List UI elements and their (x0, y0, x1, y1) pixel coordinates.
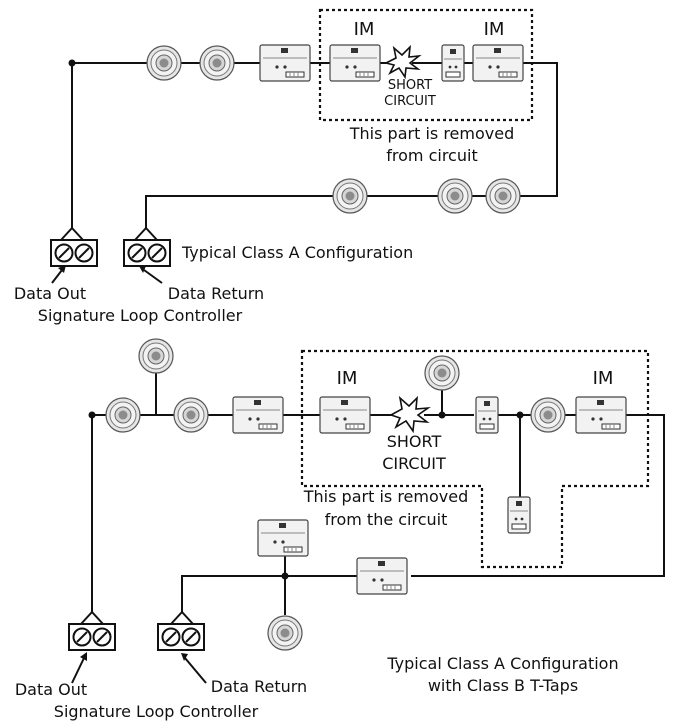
top-im-right-label: IM (484, 19, 505, 40)
top-data-out-label: Data Out (14, 284, 86, 303)
bottom-data-out-label: Data Out (15, 680, 87, 699)
bottom-junction-node-1 (88, 411, 96, 419)
top-diagram: IM IM SHORT CIRCUIT This part is removed… (14, 8, 558, 325)
bottom-terminal-data-out (68, 623, 116, 651)
bottom-module-1 (232, 396, 284, 434)
top-narrow-module (441, 44, 465, 82)
bottom-im-right-label: IM (593, 368, 614, 389)
bottom-controller-label: Signature Loop Controller (54, 702, 259, 721)
bottom-loop-return-wire (411, 414, 665, 577)
bottom-detector-4 (424, 355, 460, 391)
bottom-detector-2 (105, 397, 141, 433)
top-data-out-wire (71, 62, 149, 228)
top-im-right-module (472, 44, 524, 82)
top-detector-3 (332, 178, 368, 214)
bottom-removed-label-1: This part is removed (303, 487, 468, 506)
bottom-narrow-module (475, 396, 499, 434)
bottom-im-left-module (319, 396, 371, 434)
bottom-removed-label-2: from the circuit (325, 510, 448, 529)
bottom-config-label-1: Typical Class A Configuration (386, 654, 618, 673)
top-removed-region (318, 8, 534, 122)
bottom-data-return-wire (181, 575, 357, 612)
top-short-circuit-icon (383, 44, 422, 80)
top-detector-4 (437, 178, 473, 214)
top-short-label-1: SHORT (388, 78, 432, 93)
top-removed-label-2: from circuit (386, 146, 477, 165)
bottom-terminal-data-return (157, 623, 205, 651)
bottom-detector-3 (173, 397, 209, 433)
bottom-diagram: IM IM SHORT CIRCUIT This part is removed… (15, 338, 665, 721)
bottom-junction-node-2 (438, 411, 446, 419)
bottom-data-return-label: Data Return (211, 677, 307, 696)
top-module-1 (259, 44, 311, 82)
bottom-ttap-module (507, 496, 531, 534)
bottom-module-3 (356, 557, 408, 595)
bottom-detector-6 (267, 615, 303, 651)
top-terminal-data-return (123, 239, 171, 267)
bottom-short-circuit-icon (389, 395, 431, 434)
bottom-detector-5 (530, 397, 566, 433)
top-junction-node (68, 59, 76, 67)
bottom-removed-region (300, 349, 650, 569)
bottom-junction-node-3 (516, 411, 524, 419)
bottom-config-label-2: with Class B T-Taps (428, 676, 578, 695)
bottom-short-label-1: SHORT (387, 432, 442, 451)
top-removed-label-1: This part is removed (349, 124, 514, 143)
top-detector-2 (199, 45, 235, 81)
bottom-im-right-module (575, 396, 627, 434)
bottom-module-2 (257, 519, 309, 557)
bottom-short-label-2: CIRCUIT (382, 454, 446, 473)
top-loop-return-wire (518, 62, 558, 197)
top-im-left-module (329, 44, 381, 82)
top-data-return-label: Data Return (168, 284, 264, 303)
top-detector-5 (485, 178, 521, 214)
bottom-detector-1 (138, 338, 174, 374)
top-im-left-label: IM (354, 19, 375, 40)
top-terminal-data-out (50, 239, 98, 267)
bottom-data-out-wire (91, 414, 107, 612)
bottom-junction-node-4 (281, 572, 289, 580)
top-data-return-wire (145, 195, 334, 228)
top-controller-label: Signature Loop Controller (38, 306, 243, 325)
top-detector-1 (146, 45, 182, 81)
bottom-im-left-label: IM (337, 368, 358, 389)
top-short-label-2: CIRCUIT (384, 94, 436, 109)
top-config-label: Typical Class A Configuration (181, 243, 413, 262)
